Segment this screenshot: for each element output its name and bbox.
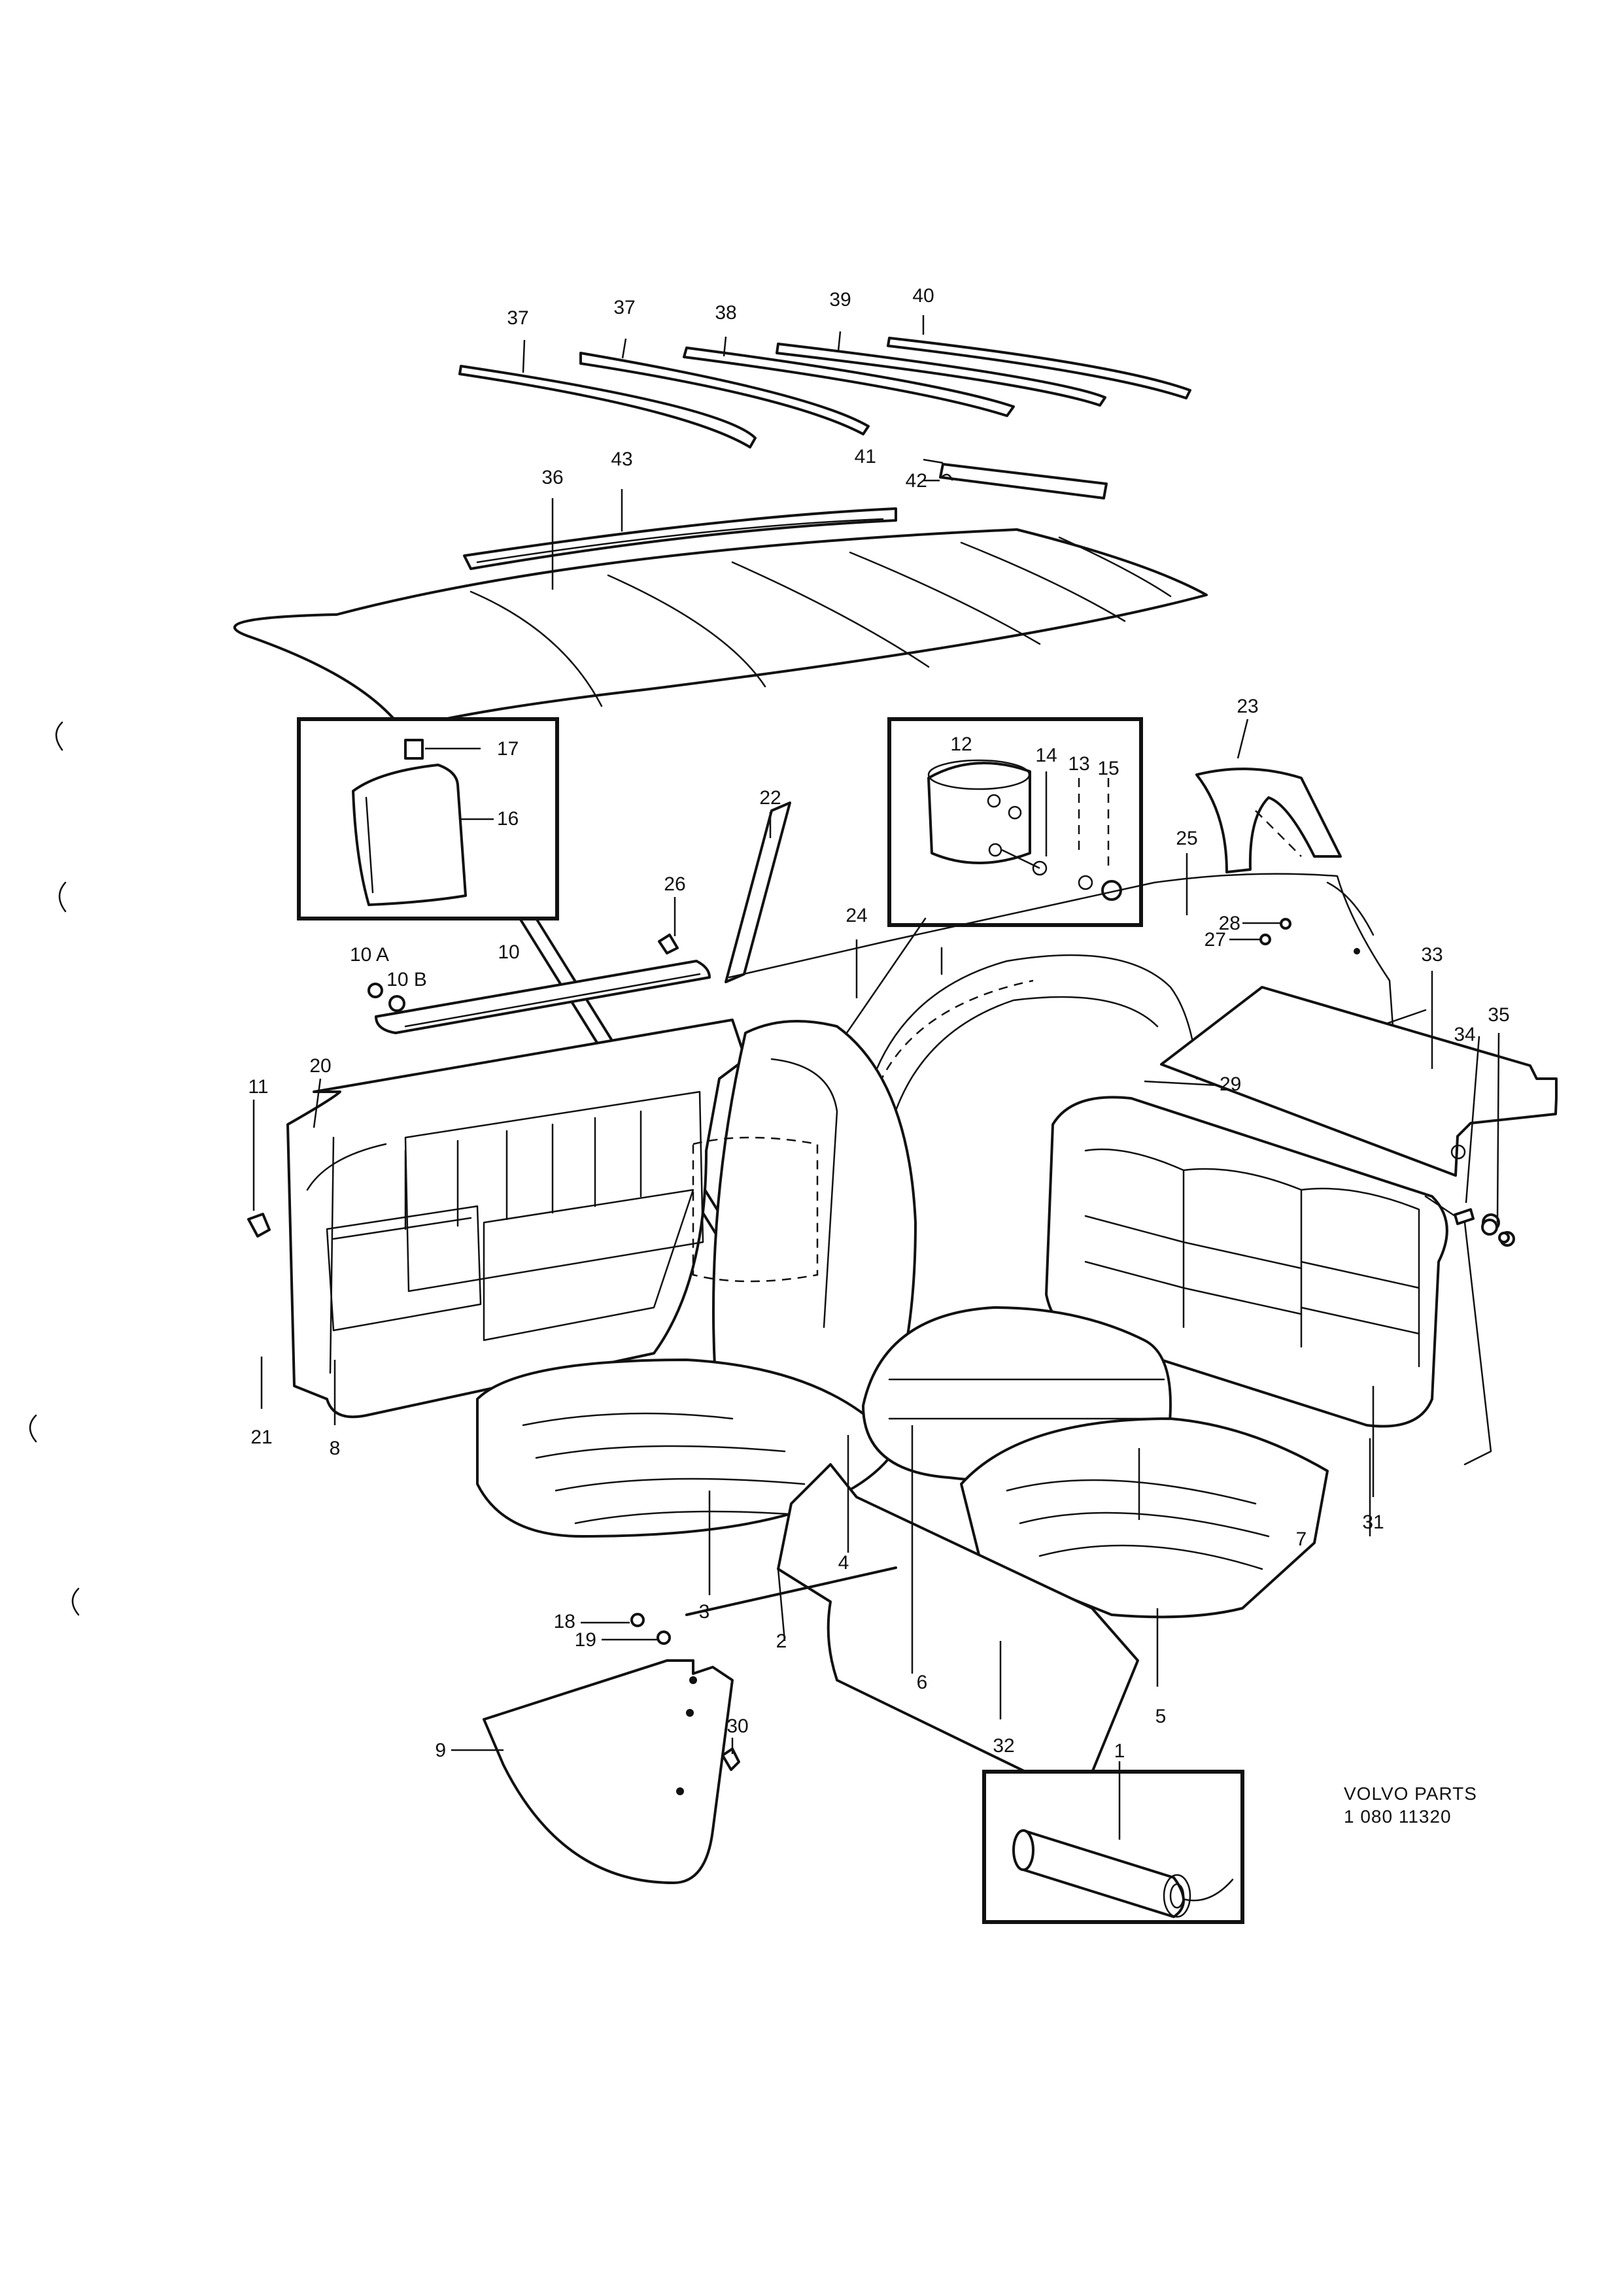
callout-42: 42 — [906, 470, 927, 492]
clip-11 — [247, 1213, 271, 1238]
callout-39: 39 — [829, 289, 851, 311]
strip-41 — [939, 463, 1108, 499]
callout-25: 25 — [1176, 828, 1197, 849]
footer-line-1: VOLVO PARTS — [1344, 1783, 1477, 1804]
callout-29: 29 — [1220, 1073, 1241, 1095]
callout-35: 35 — [1488, 1004, 1509, 1026]
callout-31: 31 — [1362, 1511, 1384, 1533]
pillar-trim-22 — [725, 802, 791, 983]
callout-10b: 10 B — [386, 969, 427, 990]
side-panel-24-25 — [728, 873, 1397, 1119]
callout-16: 16 — [497, 808, 519, 830]
callout-7: 7 — [1296, 1528, 1307, 1550]
seal-strip-43 — [463, 507, 897, 570]
callout-34: 34 — [1454, 1024, 1475, 1045]
callout-4: 4 — [838, 1552, 849, 1574]
rod-2 — [685, 1566, 897, 1616]
callout-10a: 10 A — [350, 944, 389, 966]
callout-14: 14 — [1035, 745, 1057, 766]
callout-3: 3 — [699, 1601, 710, 1623]
footer-brand: VOLVO PARTS 1 080 11320 — [1344, 1783, 1477, 1827]
floor-panel-32 — [777, 1463, 1139, 1806]
callout-20: 20 — [309, 1055, 331, 1077]
callout-32: 32 — [993, 1735, 1014, 1757]
cushion-5 — [960, 1417, 1329, 1619]
fastener-19 — [657, 1630, 671, 1645]
callout-10: 10 — [498, 941, 519, 963]
roof-strip-39 — [776, 343, 1106, 407]
fastener-27-28 — [1259, 918, 1291, 945]
callout-19: 19 — [575, 1629, 596, 1651]
fastener-18 — [630, 1613, 645, 1627]
callout-8: 8 — [330, 1438, 341, 1459]
door-panel-20 — [286, 1019, 747, 1419]
callout-33: 33 — [1421, 944, 1443, 966]
clip-30 — [721, 1747, 740, 1771]
roof-strip-37b — [579, 352, 870, 435]
callout-26: 26 — [664, 873, 685, 895]
callout-24: 24 — [846, 905, 867, 926]
callout-21: 21 — [250, 1427, 272, 1448]
inset-bracket — [887, 717, 1143, 927]
footer-line-2: 1 080 11320 — [1344, 1806, 1452, 1827]
roof-strip-40 — [887, 337, 1191, 399]
roof-strip-38 — [683, 346, 1015, 417]
callout-18: 18 — [554, 1611, 575, 1632]
callout-36: 36 — [541, 467, 563, 488]
callout-11: 11 — [248, 1076, 268, 1098]
inset-roll — [982, 1770, 1244, 1924]
callout-2: 2 — [776, 1630, 787, 1652]
callout-labels: 37 37 38 39 40 36 43 41 42 23 17 16 12 1… — [248, 285, 1509, 1762]
callout-13: 13 — [1068, 753, 1089, 775]
callout-30: 30 — [726, 1715, 748, 1737]
callout-40: 40 — [912, 285, 934, 307]
callout-41: 41 — [855, 446, 876, 467]
callout-17: 17 — [497, 738, 519, 760]
callout-38: 38 — [715, 302, 736, 324]
quarter-trim-23 — [1195, 768, 1342, 873]
callout-12: 12 — [950, 734, 972, 755]
callout-22: 22 — [759, 787, 781, 809]
panel-9 — [483, 1659, 734, 1884]
callout-5: 5 — [1155, 1706, 1167, 1727]
roof-panel-36 — [233, 528, 1208, 730]
callout-15: 15 — [1097, 758, 1119, 779]
callout-27: 27 — [1204, 929, 1226, 951]
screw-34-35 — [1454, 1208, 1510, 1243]
front-seat — [476, 1020, 917, 1538]
callout-1: 1 — [1114, 1740, 1125, 1762]
inset-sun-visor — [297, 717, 559, 920]
callout-37a: 37 — [507, 307, 528, 329]
roof-strip-37a — [458, 365, 757, 448]
screw-10a — [367, 983, 383, 998]
clip-42 — [940, 473, 953, 481]
clip-26 — [658, 934, 679, 954]
callout-37b: 37 — [613, 297, 635, 318]
cap-trim-10 — [375, 960, 711, 1034]
washer-10b — [388, 995, 405, 1012]
callout-23: 23 — [1237, 696, 1258, 717]
margin-marks — [29, 721, 80, 1616]
leader-lines — [252, 315, 1500, 1840]
callout-9: 9 — [435, 1740, 446, 1761]
callout-43: 43 — [611, 448, 632, 470]
callout-6: 6 — [917, 1672, 928, 1693]
callout-28: 28 — [1219, 913, 1240, 934]
